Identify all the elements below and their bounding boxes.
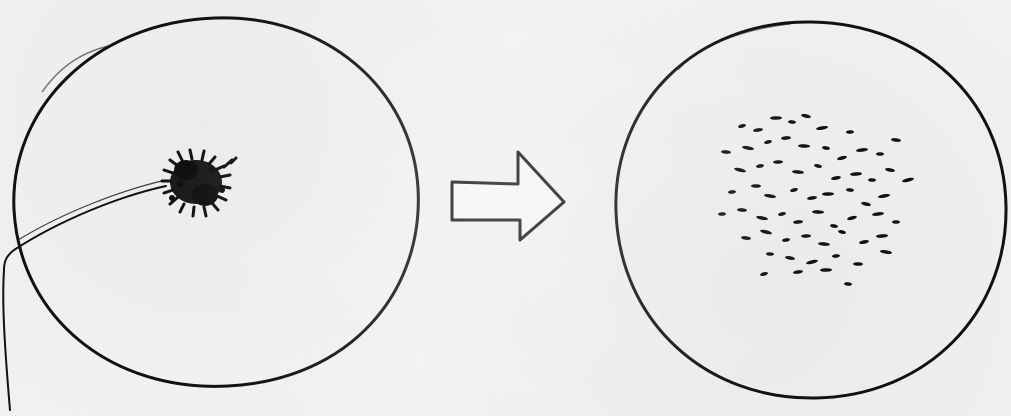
particle-dash (738, 123, 747, 129)
particle-dash (859, 239, 870, 244)
particle-dash (806, 259, 819, 265)
particle-dash (766, 252, 774, 256)
particle-dash (790, 187, 799, 193)
particle-dash (891, 138, 901, 143)
right-circle-overlap-stroke (678, 24, 790, 70)
particle-dash (838, 229, 847, 234)
particle-dash (770, 116, 782, 120)
right-panel (616, 22, 1006, 398)
particle-dash (830, 224, 838, 229)
particle-dash (728, 190, 736, 194)
particle-dash (847, 215, 858, 221)
particle-dash (880, 249, 892, 254)
particle-dash (781, 136, 791, 140)
particle-dash (785, 255, 795, 260)
injection-line-tail (3, 270, 10, 410)
particle-dash (734, 167, 747, 173)
particle-dash (801, 234, 811, 238)
particle-dash (718, 212, 726, 216)
particle-cluster (162, 150, 236, 216)
particle-dash (764, 139, 773, 144)
particle-dash (741, 236, 751, 241)
particle-dash (820, 268, 832, 272)
particle-dash (892, 220, 900, 224)
particle-dash (753, 128, 763, 133)
particle-dash (793, 270, 803, 275)
particle-dash (850, 172, 862, 176)
left-panel (3, 18, 418, 410)
particle-dash (742, 145, 754, 151)
particle-dash (756, 215, 768, 221)
particle-dash (822, 192, 834, 196)
injection-line (4, 186, 166, 270)
particle-dash (756, 164, 764, 169)
particle-dash (844, 282, 852, 286)
particle-dash (878, 193, 890, 199)
particle-dash (807, 196, 817, 201)
particle-dash (876, 234, 888, 238)
particle-dash (832, 254, 840, 258)
particle-dash (846, 130, 854, 134)
particle-dash (788, 120, 796, 124)
particle-dash (861, 201, 872, 207)
particle-dash (853, 262, 863, 266)
particle-dash (822, 146, 830, 151)
particle-dash (764, 193, 776, 198)
particle-dash (773, 160, 783, 164)
particle-dash (818, 242, 830, 247)
particle-dash (831, 175, 842, 180)
particle-dash (760, 229, 773, 235)
particle-dash (801, 113, 812, 119)
particle-dash (782, 238, 790, 243)
particle-dash (778, 211, 787, 216)
particle-dash (793, 220, 803, 224)
particle-dash (868, 178, 876, 182)
particle-dash (814, 163, 823, 168)
particle-dash (792, 170, 804, 175)
particle-dash (902, 177, 915, 183)
right-arrow-icon (452, 152, 564, 240)
particle-dash (856, 147, 868, 152)
dispersed-particles (718, 113, 914, 286)
right-circle-outline (616, 22, 1006, 398)
particle-dash (760, 271, 769, 277)
particle-dash (812, 210, 824, 214)
particle-dash (798, 144, 810, 148)
particle-dash (837, 155, 848, 161)
particle-dash (876, 152, 884, 156)
particle-dash (885, 167, 895, 172)
particle-dash (721, 150, 731, 154)
particle-dash (816, 125, 828, 131)
particle-dash (872, 211, 884, 216)
left-circle-outline (14, 18, 419, 386)
particle-dash (737, 208, 747, 212)
particle-dash (751, 184, 761, 188)
particle-dash (846, 188, 854, 192)
